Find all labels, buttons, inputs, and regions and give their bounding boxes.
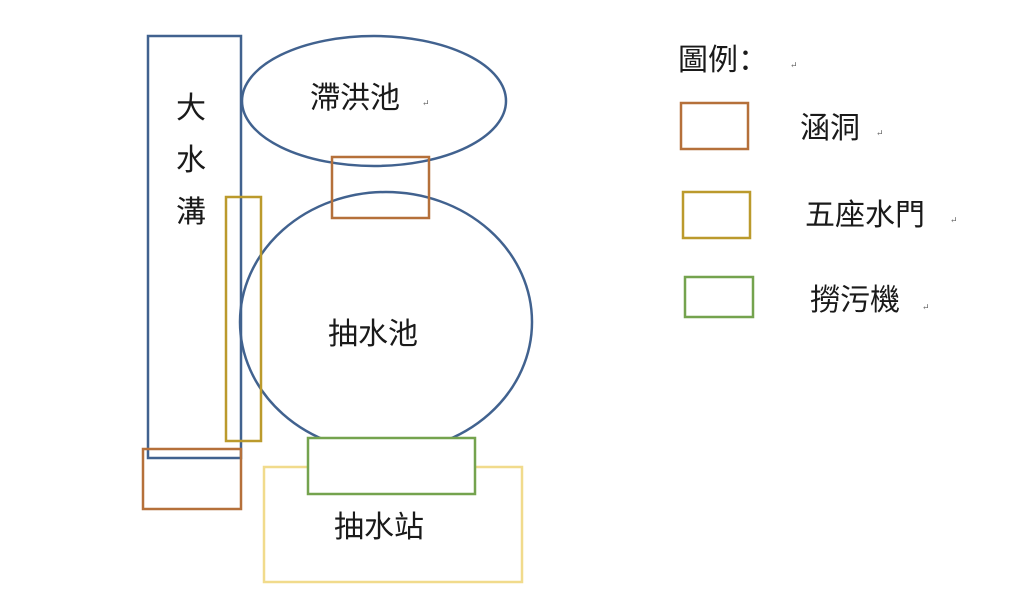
- pump-pool-label: 抽水池: [328, 317, 418, 352]
- pump-station-label: 抽水站: [334, 510, 424, 545]
- legend-label-trash-rake: 撈污機: [810, 283, 900, 318]
- paragraph-mark: ↵: [876, 129, 884, 139]
- legend-title: 圖例：: [678, 43, 768, 78]
- legend-swatch-gates: [681, 190, 752, 240]
- detention-pond-label: 滯洪池: [310, 81, 400, 116]
- paragraph-mark: ↵: [950, 216, 958, 226]
- ditch-label-1: 大: [176, 91, 206, 126]
- legend-label-culvert: 涵洞: [800, 111, 860, 146]
- paragraph-mark: ↵: [922, 303, 930, 313]
- big-ditch-rect: [146, 34, 243, 460]
- legend-label-gates: 五座水門: [805, 198, 925, 233]
- trash-rake-rect: [306, 436, 477, 496]
- culvert-rect-bottom: [141, 447, 243, 511]
- legend-swatch-trash-rake: [683, 275, 755, 319]
- paragraph-mark: ↵: [422, 99, 430, 109]
- detention-pond-ellipse: [240, 34, 508, 168]
- ditch-label-3: 溝: [176, 195, 206, 230]
- paragraph-mark: ↵: [790, 61, 798, 71]
- water-gates-rect: [224, 195, 263, 443]
- ditch-label-2: 水: [176, 143, 206, 178]
- legend-swatch-culvert: [679, 101, 750, 151]
- culvert-rect-top: [330, 155, 431, 220]
